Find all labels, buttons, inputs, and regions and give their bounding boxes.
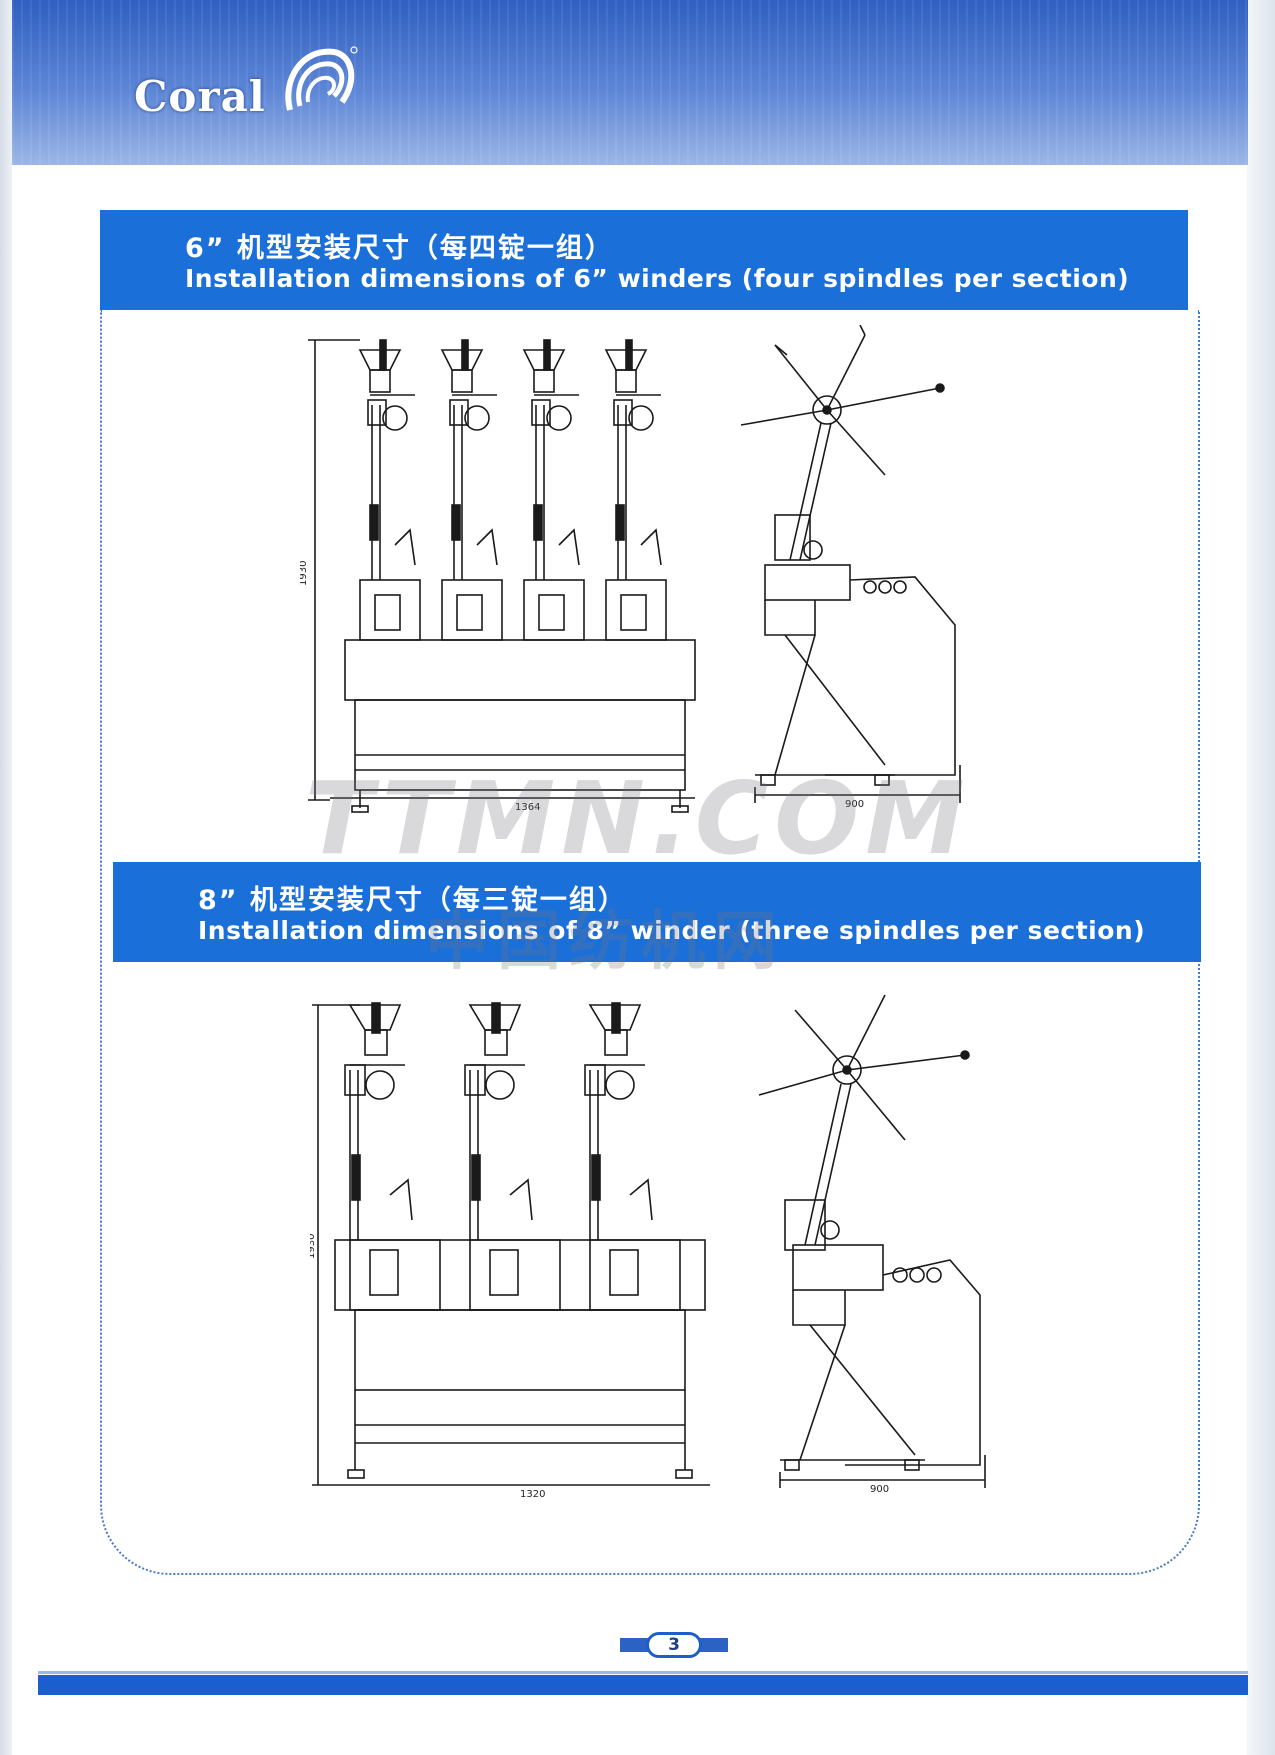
coral-logo: Coral [122, 40, 382, 130]
page-left-edge [0, 0, 12, 1755]
header-band: Coral [12, 0, 1248, 165]
section-2-height-dim: 1930 [310, 1234, 317, 1259]
section-1-side-view: 900 [735, 325, 975, 815]
watermark-chinese: 中国纺机网 [425, 905, 785, 979]
section-1-banner: 6” 机型安装尺寸（每四锭一组） Installation dimensions… [100, 210, 1188, 310]
section-2-title-en: Installation dimensions of 8” winder (th… [198, 916, 1146, 945]
watermark-ttmn: TTMN.COM [305, 760, 971, 877]
page-number-left-bar [620, 1638, 650, 1652]
section-2-width-dim: 1320 [520, 1489, 545, 1500]
section-1-height-dim: 1930 [300, 561, 309, 586]
section-2-side-view: 900 [755, 990, 995, 1495]
section-1-front-view: 1930 [300, 330, 720, 815]
section-1-title-en: Installation dimensions of 6” winders (f… [185, 264, 1130, 293]
logo-text: Coral [134, 72, 266, 121]
shell-logo-icon [285, 46, 358, 111]
page-number-right-bar [698, 1638, 728, 1652]
section-1-side-width-dim: 900 [845, 799, 864, 810]
footer-band [38, 1671, 1248, 1695]
section-1-title-zh: 6” 机型安装尺寸（每四锭一组） [185, 233, 614, 264]
page-right-edge [1247, 0, 1275, 1755]
section-2-front-view: 1930 [310, 995, 730, 1500]
section-2-side-width-dim: 900 [870, 1484, 889, 1495]
page-number-badge: 3 [620, 1630, 728, 1660]
section-1-width-dim: 1364 [515, 802, 540, 813]
header-texture [12, 0, 1248, 165]
page-number: 3 [646, 1632, 702, 1658]
section-2-banner: 8” 机型安装尺寸（每三锭一组） Installation dimensions… [113, 862, 1201, 962]
section-2-title-zh: 8” 机型安装尺寸（每三锭一组） [198, 885, 627, 916]
